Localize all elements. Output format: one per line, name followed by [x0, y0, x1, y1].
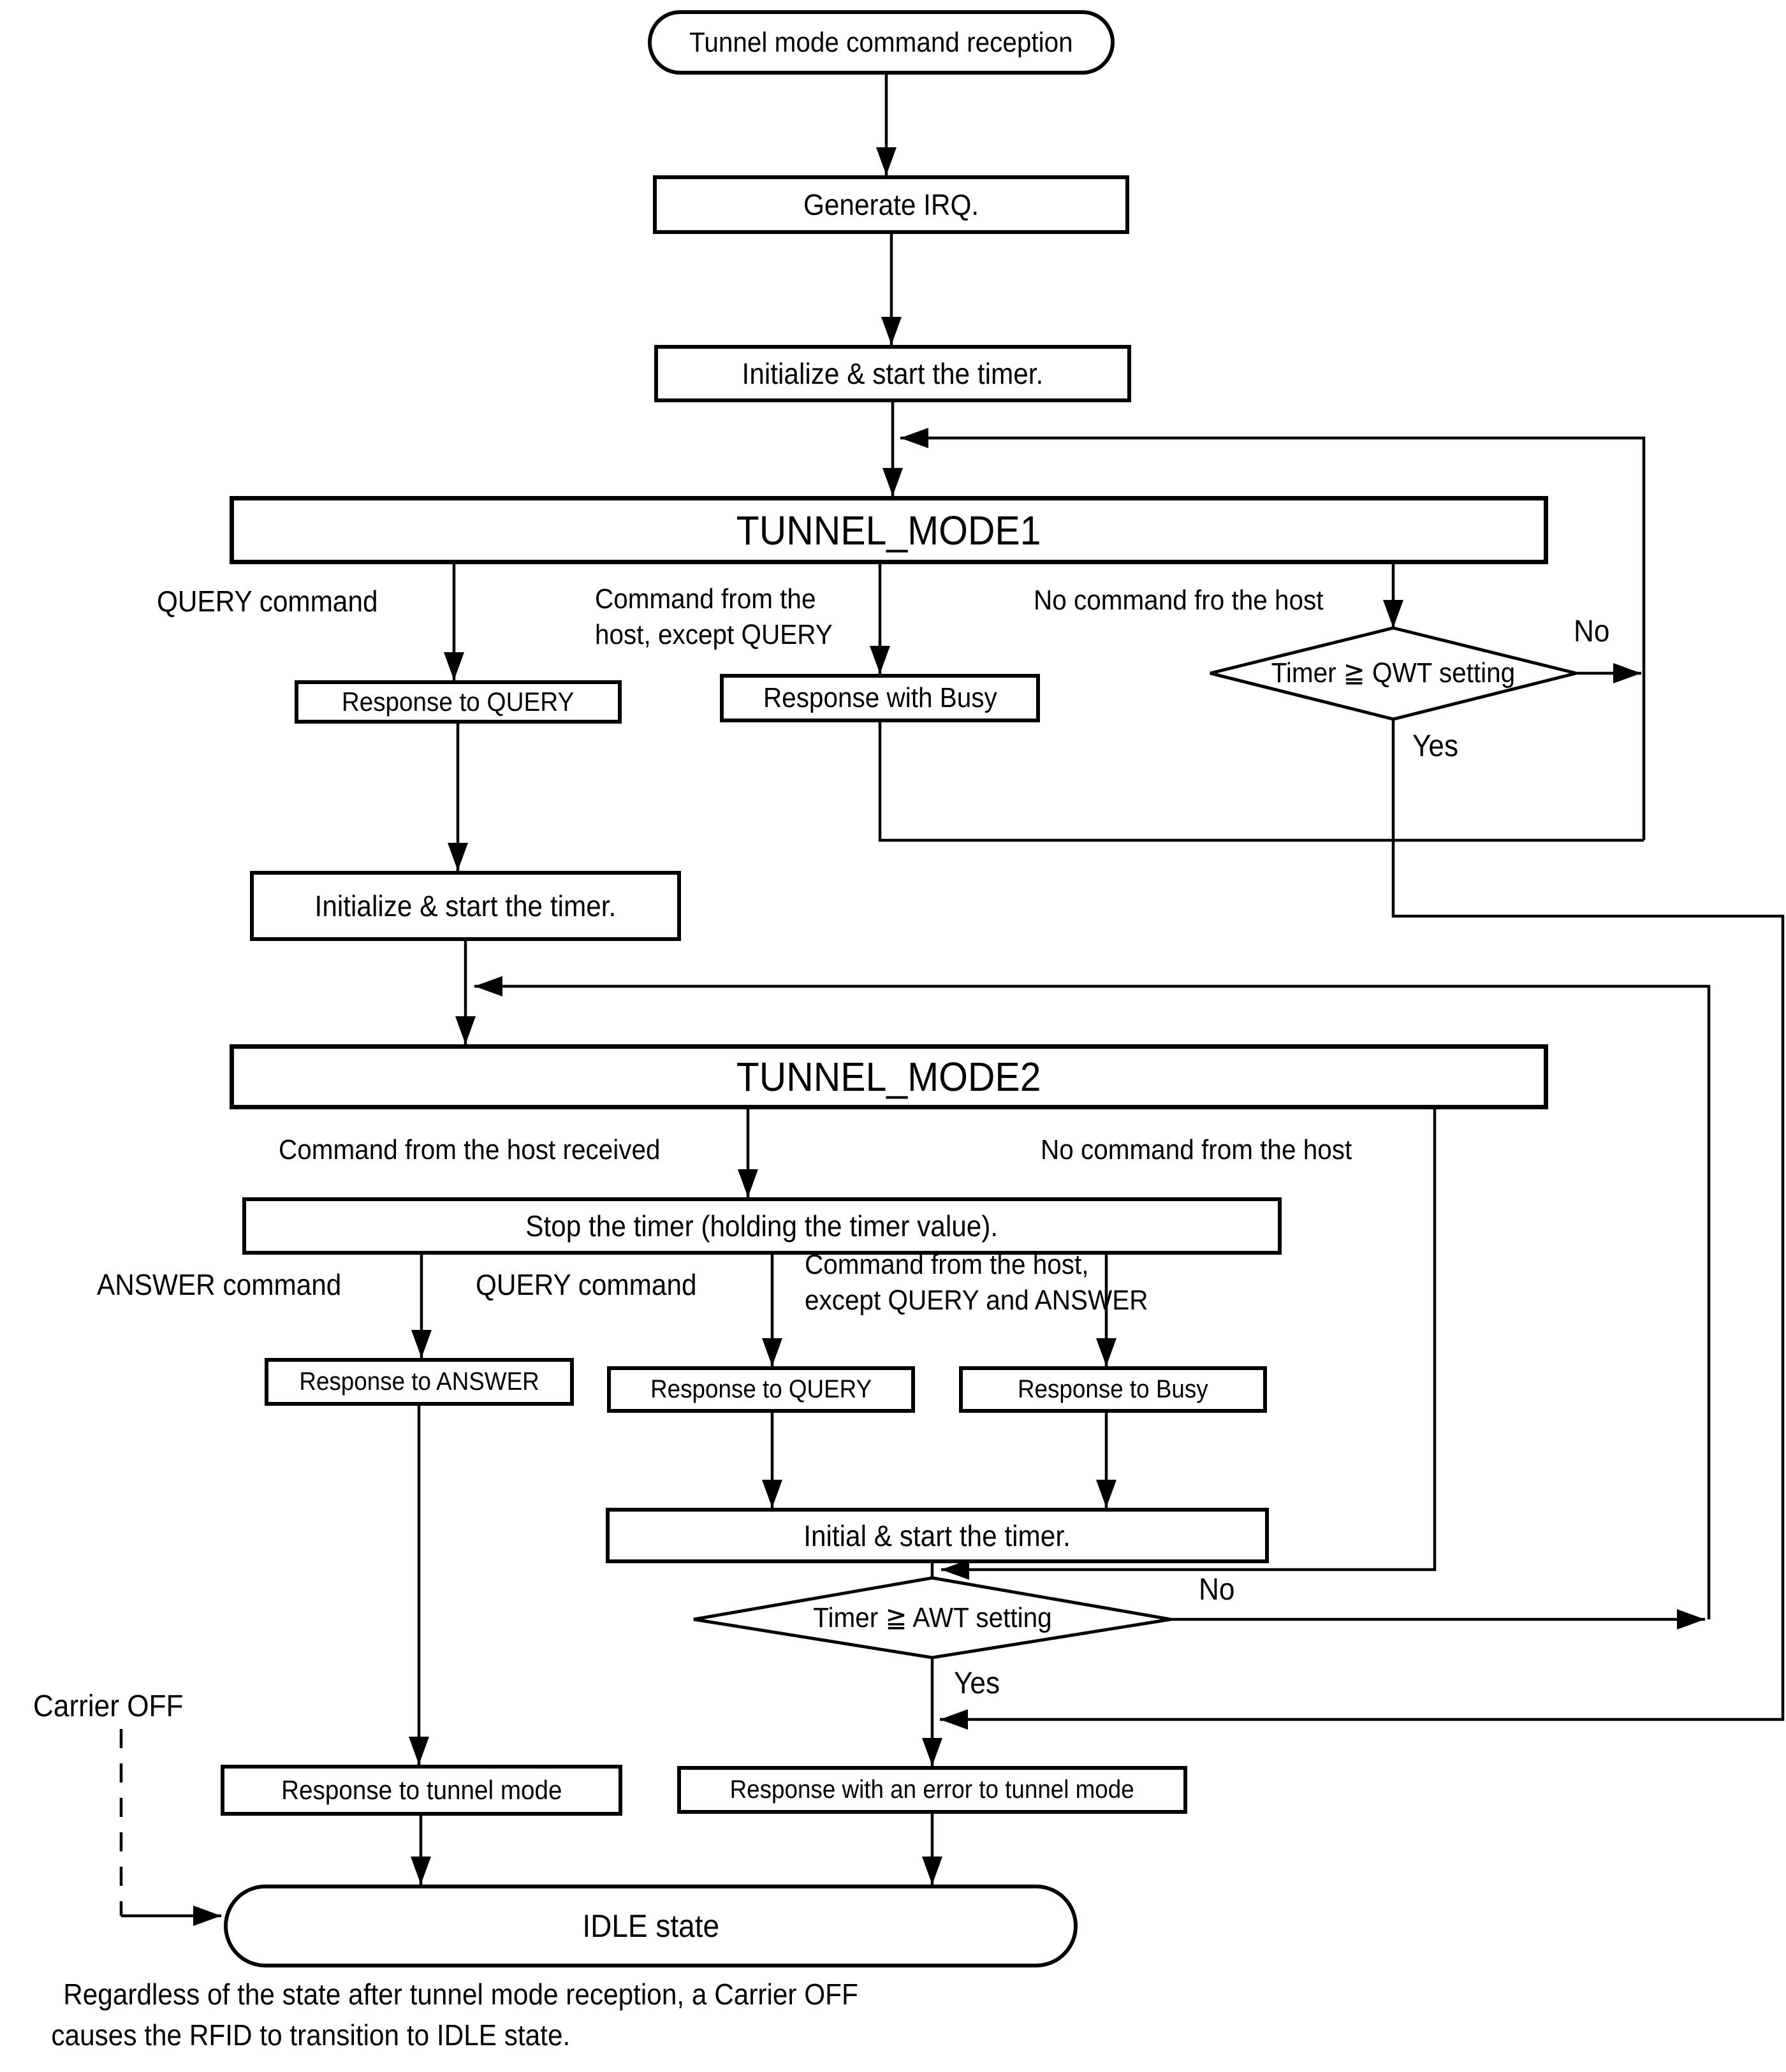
awt-decision-diamond: [693, 1576, 1171, 1660]
idle-terminal: IDLE state: [224, 1885, 1078, 1967]
edge-tm2-no-cmd: [941, 1109, 1437, 1580]
init-timer2-label: Initialize & start the timer.: [314, 889, 617, 923]
footnote-line1: Regardless of the state after tunnel mod…: [63, 1978, 858, 2011]
response-busy2-box: Response to Busy: [959, 1366, 1267, 1413]
label-carrier-off: Carrier OFF: [33, 1688, 196, 1725]
response-error-label: Response with an error to tunnel mode: [729, 1776, 1135, 1804]
idle-terminal-label: IDLE state: [582, 1908, 719, 1944]
edge-awt-no-loop-tm2: [474, 976, 1711, 1619]
tunnel-mode1-box: TUNNEL_MODE1: [230, 496, 1548, 564]
generate-irq-box: Generate IRQ.: [653, 175, 1129, 234]
stop-timer-box: Stop the timer (holding the timer value)…: [242, 1197, 1282, 1255]
initial-timer-label: Initial & start the timer.: [803, 1519, 1071, 1552]
response-error-box: Response with an error to tunnel mode: [677, 1766, 1187, 1814]
label-no-cmd-fro-host: No command fro the host: [1034, 584, 1349, 618]
label-answer-command: ANSWER command: [97, 1267, 363, 1302]
response-busy1-box: Response with Busy: [720, 674, 1040, 722]
label-cmd-received-text: Command from the host received: [279, 1134, 661, 1165]
label-carrier-off-text: Carrier OFF: [33, 1689, 184, 1723]
response-tunnel-label: Response to tunnel mode: [281, 1775, 562, 1805]
response-answer-label: Response to ANSWER: [299, 1368, 539, 1396]
response-query2-box: Response to QUERY: [607, 1366, 915, 1413]
label-cmd-except-qa-line1: Command from the host,: [805, 1249, 1089, 1280]
label-awt-yes: Yes: [954, 1665, 1004, 1702]
label-qwt-yes: Yes: [1412, 728, 1462, 765]
generate-irq-label: Generate IRQ.: [803, 188, 979, 221]
label-query-command2: QUERY command: [476, 1267, 716, 1302]
label-answer-command-text: ANSWER command: [97, 1268, 342, 1301]
footnote: Regardless of the state after tunnel mod…: [29, 1974, 893, 2055]
label-query-command: QUERY command: [157, 584, 397, 619]
label-cmd-except-query: Command from the host, except QUERY: [595, 581, 853, 653]
tunnel-mode1-label: TUNNEL_MODE1: [736, 507, 1041, 553]
label-query-command2-text: QUERY command: [476, 1268, 697, 1301]
response-answer-box: Response to ANSWER: [265, 1358, 574, 1406]
response-busy1-label: Response with Busy: [763, 682, 997, 713]
awt-decision-text: Timer ≧ AWT setting: [694, 1601, 1171, 1634]
label-no-cmd-fro-host-text: No command fro the host: [1034, 585, 1324, 616]
label-qwt-no: No: [1574, 613, 1613, 650]
qwt-decision-diamond: [1210, 626, 1577, 721]
label-qwt-no-text: No: [1574, 615, 1610, 648]
initial-timer-box: Initial & start the timer.: [606, 1508, 1269, 1563]
label-awt-no: No: [1199, 1572, 1238, 1609]
response-busy2-label: Response to Busy: [1018, 1375, 1208, 1403]
footnote-line2: causes the RFID to transition to IDLE st…: [51, 2018, 571, 2052]
stop-timer-label: Stop the timer (holding the timer value)…: [525, 1209, 999, 1243]
label-cmd-except-qa: Command from the host, except QUERY and …: [805, 1247, 1178, 1318]
label-query-command-text: QUERY command: [157, 585, 378, 618]
qwt-decision-label: Timer ≧ QWT setting: [1271, 657, 1516, 689]
response-query1-label: Response to QUERY: [342, 687, 575, 717]
init-timer1-label: Initialize & start the timer.: [742, 357, 1044, 390]
response-query2-label: Response to QUERY: [650, 1375, 872, 1403]
label-cmd-except-qa-line2: except QUERY and ANSWER: [805, 1285, 1148, 1316]
label-cmd-except-query-line2: host, except QUERY: [595, 619, 833, 650]
label-qwt-yes-text: Yes: [1412, 729, 1459, 763]
start-terminal: Tunnel mode command reception: [648, 10, 1115, 75]
label-no-cmd-from-host-text: No command from the host: [1041, 1134, 1352, 1165]
label-cmd-received: Command from the host received: [279, 1134, 694, 1167]
qwt-decision-text: Timer ≧ QWT setting: [1210, 657, 1576, 689]
label-no-cmd-from-host: No command from the host: [1041, 1134, 1379, 1167]
edge-qwt-yes-error-path: [940, 719, 1785, 1730]
edge-loop-back-tm1: [900, 428, 1646, 840]
awt-decision-label: Timer ≧ AWT setting: [812, 1602, 1052, 1633]
init-timer1-box: Initialize & start the timer.: [654, 345, 1131, 402]
label-cmd-except-query-line1: Command from the: [595, 583, 816, 615]
start-terminal-label: Tunnel mode command reception: [689, 26, 1073, 58]
tunnel-mode2-box: TUNNEL_MODE2: [230, 1044, 1548, 1109]
response-tunnel-box: Response to tunnel mode: [221, 1765, 622, 1816]
tunnel-mode2-label: TUNNEL_MODE2: [736, 1054, 1041, 1100]
response-query1-box: Response to QUERY: [295, 680, 622, 724]
edge-busy1-join-loop: [878, 722, 1644, 842]
init-timer2-box: Initialize & start the timer.: [250, 871, 681, 941]
label-awt-no-text: No: [1199, 1573, 1235, 1607]
label-awt-yes-text: Yes: [954, 1667, 1000, 1700]
